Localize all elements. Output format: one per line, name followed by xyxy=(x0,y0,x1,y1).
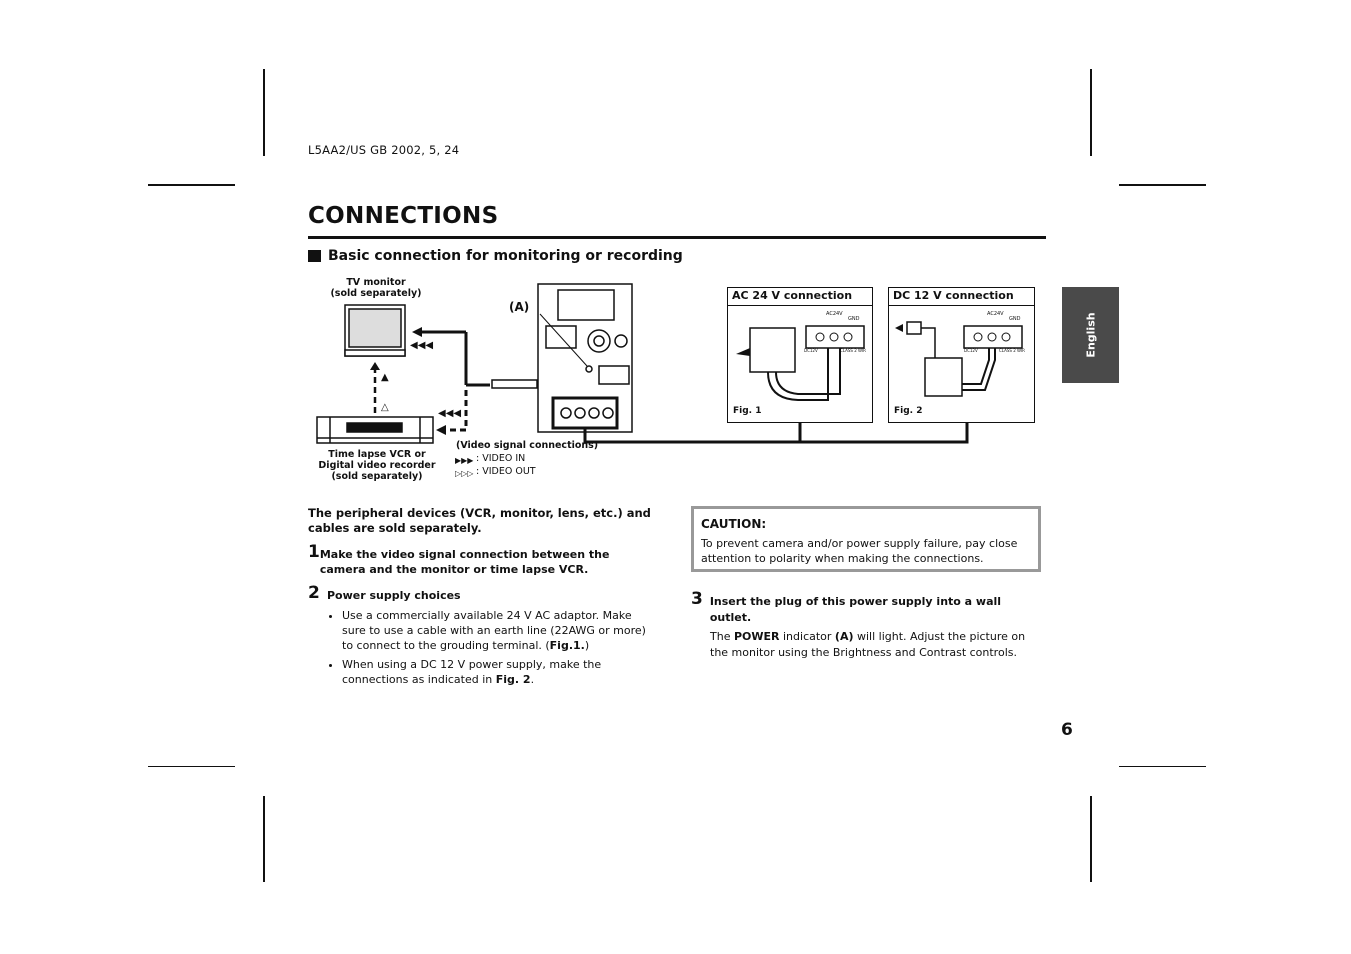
step-2-text: Power supply choices xyxy=(327,589,461,602)
step-3: 3 Insert the plug of this power supply i… xyxy=(691,591,1043,661)
svg-text:▶▶▶: ▶▶▶ xyxy=(455,456,474,465)
vcr-label-line3: (sold separately) xyxy=(331,471,423,482)
vcr-label-line2: Digital video recorder xyxy=(318,460,436,471)
fig1-reference: Fig.1. xyxy=(549,639,585,652)
section-heading-text: Basic connection for monitoring or recor… xyxy=(328,248,683,264)
section-heading: Basic connection for monitoring or recor… xyxy=(308,248,683,264)
diagram-drawing: ◀◀◀ ◀◀◀ ▲ △ ▶▶▶ ▷▷▷ xyxy=(316,283,969,478)
terminal-class2-text: CLASS 2 WIR xyxy=(840,348,866,353)
dc12v-drawing: AC24V GND DC12V CLASS 2 WIR xyxy=(895,311,1025,397)
list-item: When using a DC 12 V power supply, make … xyxy=(342,657,653,687)
terminal-ac24v-text: AC24V xyxy=(826,311,843,317)
caution-body: To prevent camera and/or power supply fa… xyxy=(701,537,1018,565)
tv-monitor-label-line2: (sold separately) xyxy=(330,288,422,299)
crop-mark xyxy=(1090,796,1092,882)
legend-video-out: : VIDEO OUT xyxy=(476,466,536,477)
square-bullet-icon xyxy=(308,250,321,262)
terminal-ac24v-text-2: AC24V xyxy=(987,311,1004,317)
language-tab-label: English xyxy=(1084,312,1097,358)
page-number: 6 xyxy=(1061,720,1073,740)
step-1: 1 Make the video signal connection betwe… xyxy=(308,544,653,577)
step-2: 2 Power supply choices xyxy=(308,585,653,603)
document-code: L5AA2/US GB 2002, 5, 24 xyxy=(308,143,460,157)
step-1-text: Make the video signal connection between… xyxy=(319,548,610,576)
caution-box: CAUTION: To prevent camera and/or power … xyxy=(691,506,1041,572)
terminal-gnd-text: GND xyxy=(848,316,860,322)
terminal-class2-text-2: CLASS 2 WIR xyxy=(999,348,1025,353)
ac24v-connection-box: AC 24 V connection AC24V GND DC12V CLASS… xyxy=(727,287,873,423)
list-item: Use a commercially available 24 V AC ada… xyxy=(342,608,653,653)
language-tab: English xyxy=(1062,287,1119,383)
fig2-label: Fig. 2 xyxy=(894,406,923,416)
dc12v-connection-box: DC 12 V connection AC24V GND DC12V CLASS… xyxy=(888,287,1035,423)
crop-mark xyxy=(1119,766,1206,767)
step-3-number: 3 xyxy=(691,589,703,609)
vcr-label: Time lapse VCR or Digital video recorder… xyxy=(314,449,440,482)
crop-mark xyxy=(1090,69,1092,156)
power-options-list: Use a commercially available 24 V AC ada… xyxy=(308,608,653,687)
step-2-number: 2 xyxy=(308,583,320,603)
connection-diagram: ◀◀◀ ◀◀◀ ▲ △ ▶▶▶ ▷▷▷ TV xyxy=(300,270,1040,490)
fig2-reference: Fig. 2 xyxy=(495,673,531,686)
crop-mark xyxy=(148,766,235,767)
dc12v-box-title: DC 12 V connection xyxy=(889,288,1034,306)
title-rule xyxy=(308,236,1046,239)
vcr-label-line1: Time lapse VCR or xyxy=(328,449,426,460)
ac24v-drawing: AC24V GND DC12V CLASS 2 WIR xyxy=(736,311,866,401)
svg-text:△: △ xyxy=(381,402,389,413)
page-title: CONNECTIONS xyxy=(308,203,499,229)
instructions-left: The peripheral devices (VCR, monitor, le… xyxy=(308,506,653,691)
svg-text:▲: ▲ xyxy=(381,372,389,383)
step-1-number: 1 xyxy=(308,542,320,562)
terminal-dc12v-text: DC12V xyxy=(804,348,818,353)
ac24v-box-title: AC 24 V connection xyxy=(728,288,872,306)
caution-title: CAUTION: xyxy=(701,517,767,531)
crop-mark xyxy=(263,796,265,882)
tv-monitor-label-line1: TV monitor xyxy=(346,277,406,288)
terminal-gnd-text-2: GND xyxy=(1009,316,1021,322)
svg-text:◀◀◀: ◀◀◀ xyxy=(438,408,461,419)
power-indicator-callout: (A) xyxy=(509,300,530,314)
legend-title: (Video signal connections) xyxy=(456,440,599,451)
tv-monitor-icon xyxy=(344,304,406,357)
crop-mark xyxy=(1119,184,1206,186)
intro-text: The peripheral devices (VCR, monitor, le… xyxy=(308,506,651,535)
fig1-label: Fig. 1 xyxy=(733,406,762,416)
step-3-body: The POWER indicator (A) will light. Adju… xyxy=(710,630,1026,659)
svg-text:▷▷▷: ▷▷▷ xyxy=(455,469,474,478)
vcr-icon xyxy=(316,416,434,444)
terminal-dc12v-text-2: DC12V xyxy=(964,348,978,353)
legend-video-in: : VIDEO IN xyxy=(476,453,526,464)
crop-mark xyxy=(148,184,235,186)
crop-mark xyxy=(263,69,265,156)
step-3-text: Insert the plug of this power supply int… xyxy=(709,595,1002,624)
camera-icon xyxy=(537,283,633,433)
tv-monitor-label: TV monitor (sold separately) xyxy=(326,277,426,299)
svg-text:◀◀◀: ◀◀◀ xyxy=(410,340,433,351)
